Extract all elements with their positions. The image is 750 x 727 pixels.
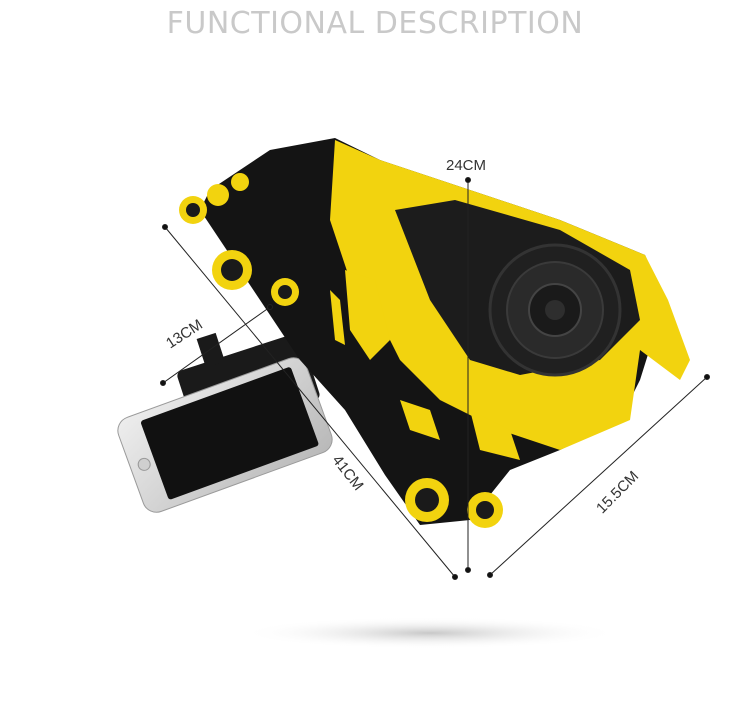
page-title: FUNCTIONAL DESCRIPTION — [166, 6, 584, 41]
dimension-lines — [160, 177, 710, 580]
smartphone — [117, 357, 333, 513]
wheel-mid — [212, 250, 252, 290]
height-dimension-label: 24CM — [446, 157, 487, 174]
wheel-bottom-right — [467, 492, 503, 528]
floor-shadow — [240, 617, 620, 649]
wheel-side — [271, 278, 299, 306]
wheel-top — [179, 173, 249, 224]
wheel-bottom — [405, 478, 449, 522]
side-accent — [345, 270, 390, 360]
